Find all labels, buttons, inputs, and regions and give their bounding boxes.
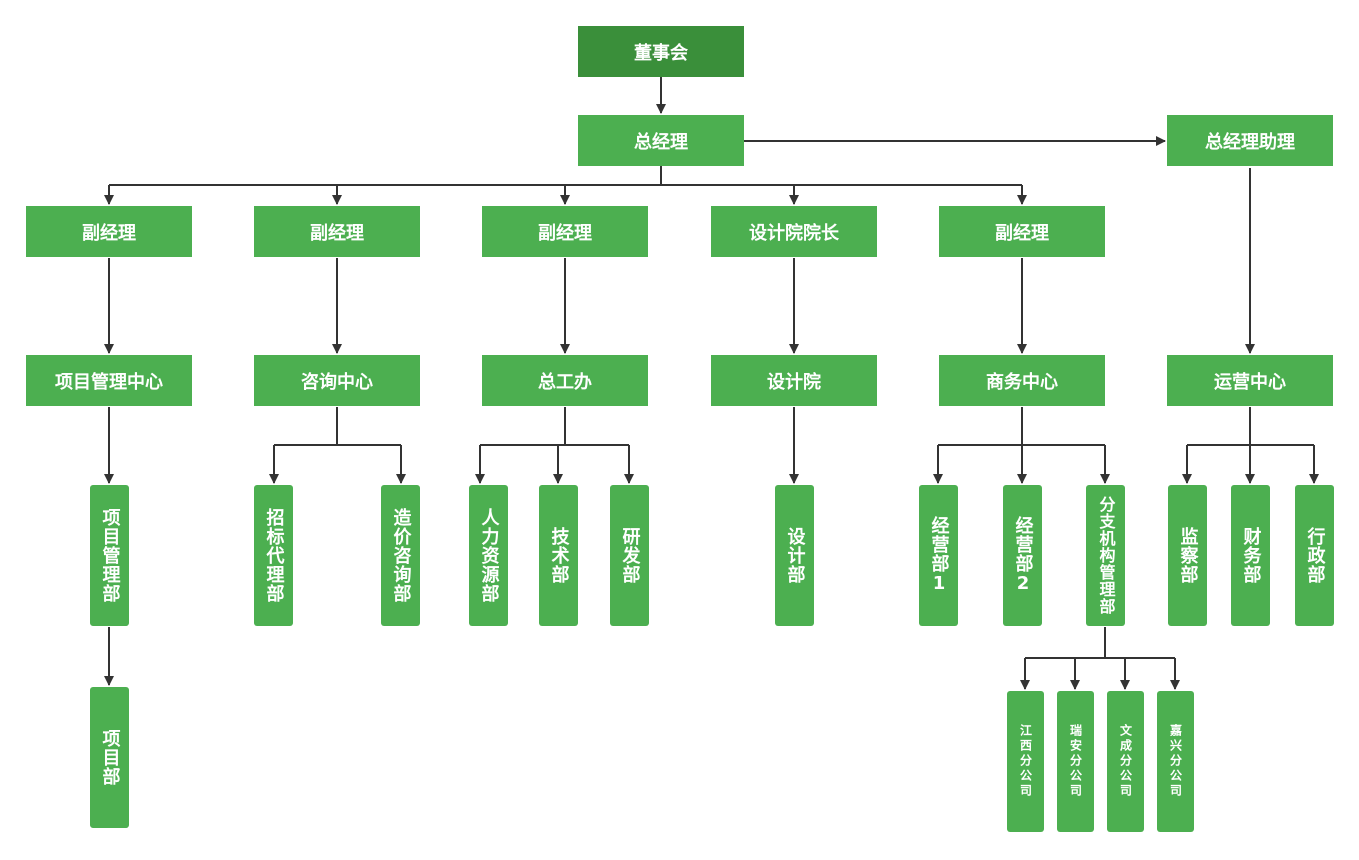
node-project-dept: 项目部 [90,687,129,828]
node-branch-mgmt: 分支机构管理部 [1086,485,1125,626]
node-gm-assistant: 总经理助理 [1167,115,1333,166]
node-design-dept: 设计部 [775,485,814,626]
node-admin: 行政部 [1295,485,1334,626]
node-design-institute: 设计院 [711,355,877,406]
node-bid-agency: 招标代理部 [254,485,293,626]
node-design-head: 设计院院长 [711,206,877,257]
node-vp5: 副经理 [939,206,1105,257]
node-pm-center: 项目管理中心 [26,355,192,406]
node-vp3: 副经理 [482,206,648,257]
node-board: 董事会 [578,26,744,77]
node-branch-ruian: 瑞安分公司 [1057,691,1094,832]
node-branch-wencheng: 文成分公司 [1107,691,1144,832]
node-vp1: 副经理 [26,206,192,257]
node-ops-center: 运营中心 [1167,355,1333,406]
node-ops-dept1: 经营部1 [919,485,958,626]
node-rnd-dept: 研发部 [610,485,649,626]
node-branch-jiangxi: 江西分公司 [1007,691,1044,832]
node-business-center: 商务中心 [939,355,1105,406]
node-tech-dept: 技术部 [539,485,578,626]
node-supervision: 监察部 [1168,485,1207,626]
node-cost-consult: 造价咨询部 [381,485,420,626]
node-consult-center: 咨询中心 [254,355,420,406]
node-vp2: 副经理 [254,206,420,257]
node-pm-dept: 项目管理部 [90,485,129,626]
node-chief-eng-office: 总工办 [482,355,648,406]
node-hr-dept: 人力资源部 [469,485,508,626]
node-branch-jiaxing: 嘉兴分公司 [1157,691,1194,832]
node-finance: 财务部 [1231,485,1270,626]
node-ops-dept2: 经营部2 [1003,485,1042,626]
node-gm: 总经理 [578,115,744,166]
